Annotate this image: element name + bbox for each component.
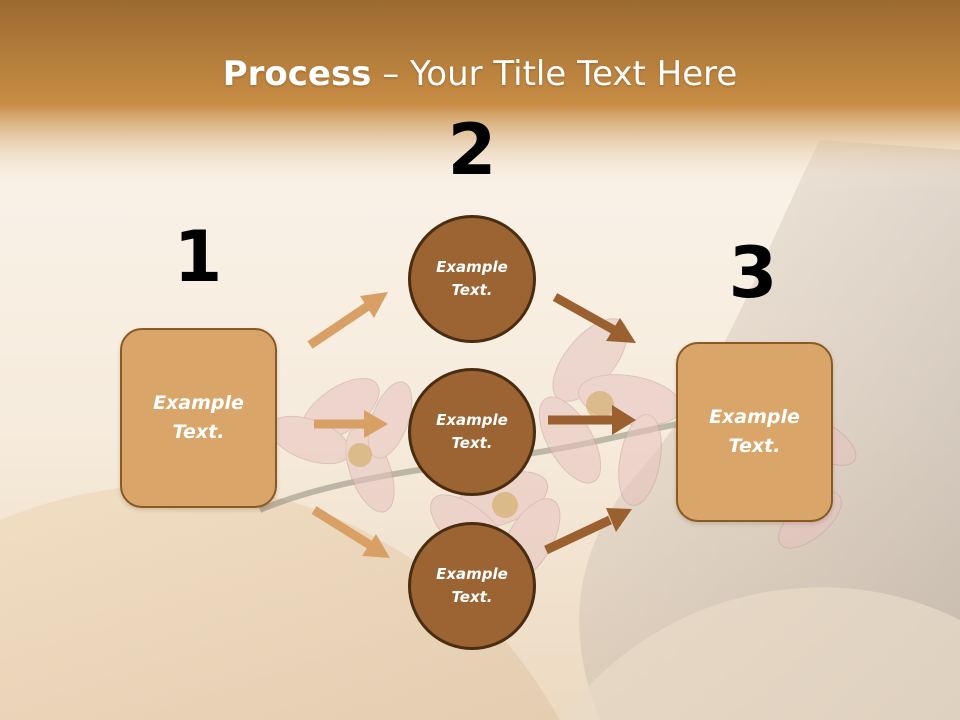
circle-bottom-text: Example Text.: [436, 565, 508, 606]
title-rest: – Your Title Text Here: [371, 54, 738, 94]
arrow-left-to-top: [307, 292, 388, 349]
circle-middle-text: Example Text.: [436, 411, 508, 452]
step-number-1: 1: [173, 216, 223, 298]
step-number-2: 2: [447, 109, 497, 191]
arrow-mid-to-right: [548, 405, 636, 435]
title-bold: Process: [222, 54, 372, 94]
circle-top-text: Example Text.: [436, 258, 508, 299]
circle-top: Example Text.: [408, 215, 536, 343]
step-number-3: 3: [728, 232, 778, 314]
left-box-text: Example Text.: [153, 392, 244, 443]
slide-title: Process – Your Title Text Here: [0, 52, 960, 96]
arrow-left-to-mid: [314, 410, 388, 438]
arrow-top-to-right: [552, 293, 636, 343]
right-process-box: Example Text.: [676, 342, 833, 522]
arrow-left-to-bottom: [311, 506, 390, 558]
right-box-text: Example Text.: [709, 406, 800, 457]
circle-bottom: Example Text.: [408, 522, 536, 650]
left-process-box: Example Text.: [120, 328, 277, 508]
arrow-bottom-to-right: [544, 508, 632, 555]
circle-middle: Example Text.: [408, 368, 536, 496]
